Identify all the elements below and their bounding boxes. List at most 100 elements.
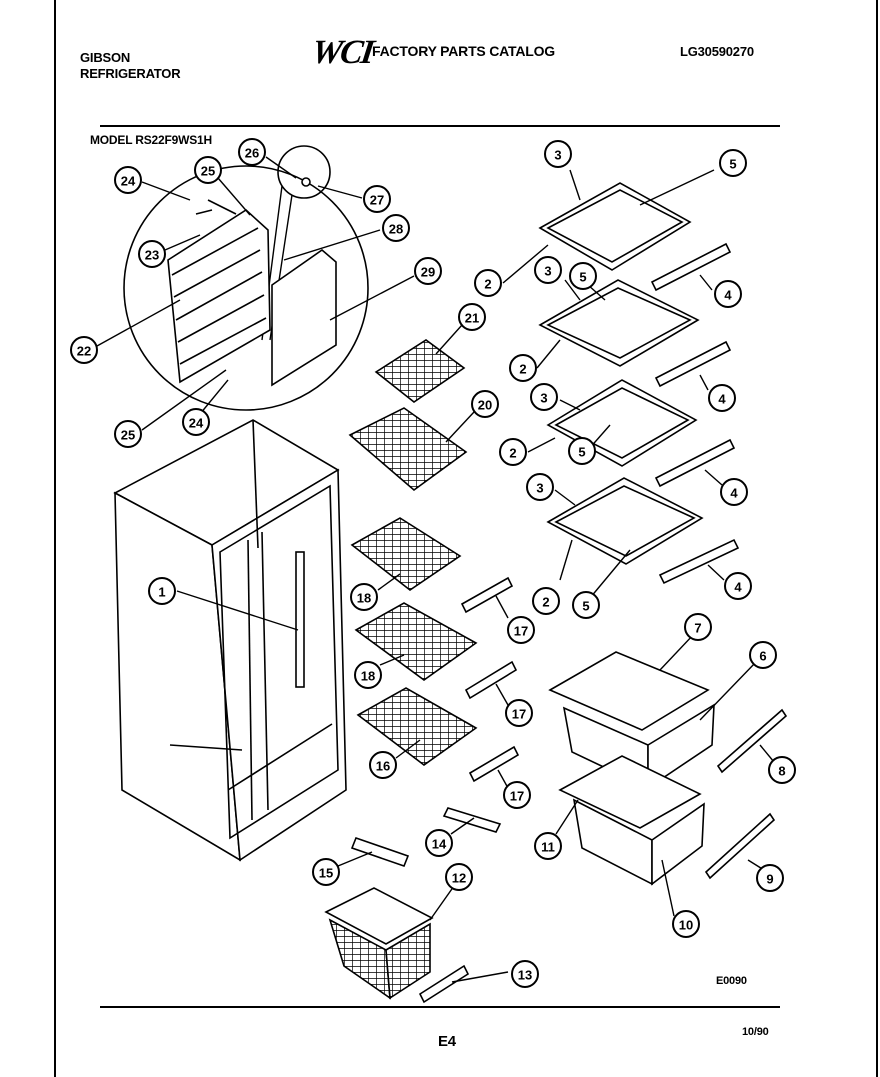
callout-number: 14 <box>432 837 447 852</box>
callout-circle <box>471 390 499 418</box>
footer-rule <box>100 1006 780 1008</box>
callout-17: 17 <box>503 781 531 809</box>
callout-23: 23 <box>138 240 166 268</box>
callout-circle <box>238 138 266 166</box>
callout-circle <box>568 437 596 465</box>
callout-number: 1 <box>158 585 165 600</box>
callout-circle <box>719 149 747 177</box>
page-frame <box>54 0 878 1077</box>
callout-circle <box>114 166 142 194</box>
callout-circle <box>532 587 560 615</box>
callout-circle <box>720 478 748 506</box>
callout-circle <box>684 613 712 641</box>
callout-number: 22 <box>77 344 91 359</box>
callout-17: 17 <box>507 616 535 644</box>
callout-number: 7 <box>694 621 701 636</box>
brand-name: GIBSON <box>80 50 131 65</box>
freezer-basket <box>324 887 434 1000</box>
callout-4: 4 <box>720 478 748 506</box>
callout-number: 20 <box>478 398 492 413</box>
callout-circle <box>534 256 562 284</box>
callout-number: 15 <box>319 866 333 881</box>
callout-circle <box>70 336 98 364</box>
callout-circle <box>768 756 796 784</box>
callout-20: 20 <box>471 390 499 418</box>
crisper-drawers <box>548 651 715 886</box>
catalog-title: FACTORY PARTS CATALOG <box>372 43 555 59</box>
callout-circle <box>414 257 442 285</box>
callout-circle <box>749 641 777 669</box>
callout-circle <box>182 408 210 436</box>
product-name: REFRIGERATOR <box>80 66 181 81</box>
drawing-code: E0090 <box>716 975 747 987</box>
callout-9: 9 <box>756 864 784 892</box>
callout-number: 25 <box>121 428 135 443</box>
callout-circle <box>526 473 554 501</box>
callout-number: 23 <box>145 248 159 263</box>
callout-12: 12 <box>445 863 473 891</box>
callout-11: 11 <box>534 832 562 860</box>
callout-number: 3 <box>536 481 543 496</box>
callout-6: 6 <box>749 641 777 669</box>
callout-28: 28 <box>382 214 410 242</box>
callout-24: 24 <box>114 166 142 194</box>
callout-3: 3 <box>526 473 554 501</box>
callout-circle <box>369 751 397 779</box>
callout-circle <box>425 829 453 857</box>
callout-number: 18 <box>361 669 375 684</box>
callout-number: 12 <box>452 871 466 886</box>
callout-circle <box>756 864 784 892</box>
callout-18: 18 <box>350 583 378 611</box>
callout-number: 9 <box>766 872 773 887</box>
callout-number: 5 <box>578 445 585 460</box>
callout-2: 2 <box>532 587 560 615</box>
callout-15: 15 <box>312 858 340 886</box>
callout-27: 27 <box>363 185 391 213</box>
callout-18: 18 <box>354 661 382 689</box>
callout-2: 2 <box>499 438 527 466</box>
revision-date: 10/90 <box>742 1026 769 1038</box>
shelf-rails <box>650 242 788 880</box>
callout-circle <box>714 280 742 308</box>
callout-number: 3 <box>544 264 551 279</box>
callout-5: 5 <box>719 149 747 177</box>
callout-10: 10 <box>672 910 700 938</box>
callout-number: 8 <box>778 764 785 779</box>
callout-3: 3 <box>530 383 558 411</box>
callout-16: 16 <box>369 751 397 779</box>
callout-24: 24 <box>182 408 210 436</box>
callout-circle <box>445 863 473 891</box>
refrigerator-cabinet <box>113 419 347 862</box>
callout-circle <box>724 572 752 600</box>
detail-magnifier <box>123 145 369 411</box>
callout-number: 4 <box>718 392 726 407</box>
callout-number: 2 <box>509 446 516 461</box>
callout-13: 13 <box>511 960 539 988</box>
callout-circle <box>534 832 562 860</box>
callout-number: 5 <box>582 599 589 614</box>
callout-circle <box>544 140 572 168</box>
callout-4: 4 <box>724 572 752 600</box>
callout-number: 17 <box>512 707 526 722</box>
catalog-number: LG30590270 <box>680 44 754 59</box>
callout-circle <box>458 303 486 331</box>
callout-number: 6 <box>759 649 766 664</box>
callout-21: 21 <box>458 303 486 331</box>
callout-3: 3 <box>544 140 572 168</box>
callout-3: 3 <box>534 256 562 284</box>
part-callouts: 1222233334444555567891011121314151617171… <box>70 138 796 988</box>
callout-4: 4 <box>714 280 742 308</box>
callout-5: 5 <box>572 591 600 619</box>
callout-circle <box>509 354 537 382</box>
callout-circle <box>382 214 410 242</box>
callout-circle <box>672 910 700 938</box>
callout-14: 14 <box>425 829 453 857</box>
callout-number: 26 <box>245 146 259 161</box>
callout-circle <box>511 960 539 988</box>
callout-circle <box>503 781 531 809</box>
callout-circle <box>505 699 533 727</box>
callout-number: 3 <box>554 148 561 163</box>
callout-number: 2 <box>542 595 549 610</box>
callout-22: 22 <box>70 336 98 364</box>
callout-2: 2 <box>474 269 502 297</box>
